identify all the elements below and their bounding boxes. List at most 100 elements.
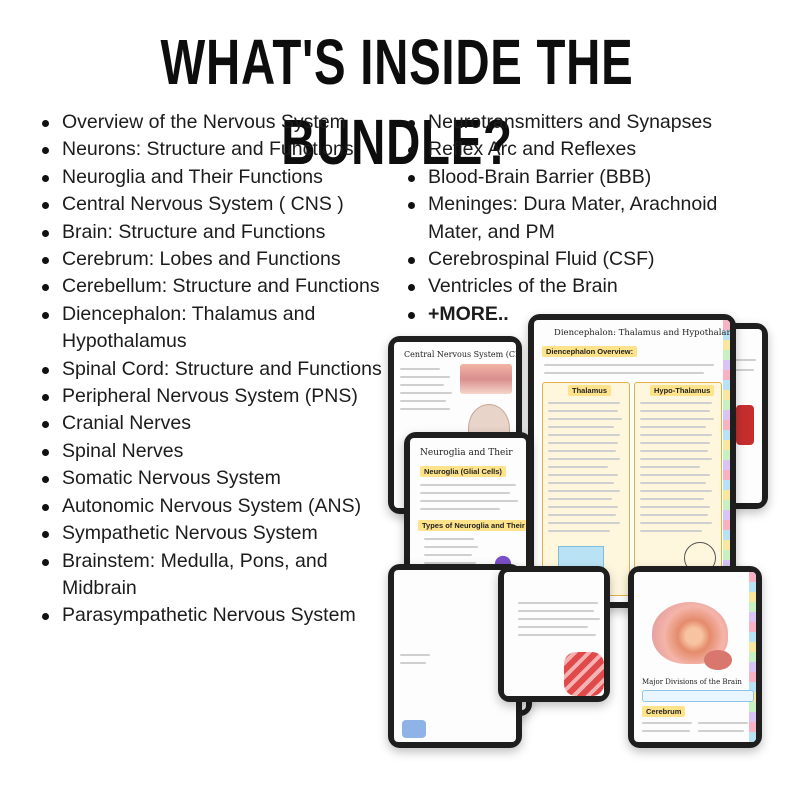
text-line [640, 482, 706, 484]
tablet-preview-bottom-center [498, 566, 610, 702]
text-line [400, 654, 430, 656]
text-line [640, 450, 708, 452]
text-line [548, 498, 612, 500]
topic-item: Brain: Structure and Functions [40, 219, 390, 246]
text-line [548, 514, 616, 516]
text-line [518, 626, 588, 628]
text-line [640, 522, 712, 524]
text-line [640, 474, 710, 476]
text-line [640, 514, 708, 516]
text-line [548, 482, 614, 484]
text-line [420, 492, 510, 494]
text-line [640, 466, 700, 468]
text-line [698, 730, 744, 732]
more-topics-item: +MORE.. [406, 301, 776, 328]
tablet-diencephalon-preview: Diencephalon: Thalamus and Hypothalamus … [528, 314, 736, 608]
text-line [518, 610, 594, 612]
text-line [640, 490, 712, 492]
text-line [640, 530, 702, 532]
topic-item: Neurotransmitters and Synapses [406, 109, 776, 136]
text-line [548, 530, 610, 532]
text-line [424, 546, 478, 548]
text-line [400, 384, 444, 386]
topic-item: Meninges: Dura Mater, Arachnoid Mater, a… [406, 191, 776, 246]
tablet-screen: Major Divisions of the Brain Cerebrum [634, 572, 756, 742]
text-line [640, 498, 704, 500]
text-line [400, 376, 450, 378]
tablet-screen [394, 570, 516, 742]
topic-item: Cerebellum: Structure and Functions [40, 273, 390, 300]
cerebrum-label: Cerebrum [642, 706, 686, 717]
text-line [640, 442, 710, 444]
text-line [548, 426, 614, 428]
text-line [548, 466, 608, 468]
spinal-tissue-illustration [460, 364, 512, 394]
topic-item: Brainstem: Medulla, Pons, and Midbrain [40, 548, 390, 603]
divisions-row [642, 690, 754, 702]
brain-divisions-label: Major Divisions of the Brain [642, 678, 742, 686]
tab-strip [749, 572, 756, 742]
neuron-illustration [402, 720, 426, 738]
nerve-fiber-illustration [564, 652, 604, 696]
tablet-screen [504, 572, 604, 696]
text-line [420, 500, 518, 502]
cerebellum-shape [704, 650, 732, 670]
overview-label: Diencephalon Overview: [542, 346, 638, 357]
tablet-brain-divisions-preview: Major Divisions of the Brain Cerebrum [628, 566, 762, 748]
topic-item: Sympathetic Nervous System [40, 520, 390, 547]
text-line [424, 562, 476, 564]
text-line [640, 410, 710, 412]
text-line [734, 369, 754, 371]
text-line [544, 372, 704, 374]
text-line [640, 418, 714, 420]
preview-title: Diencephalon: Thalamus and Hypothalamus [554, 328, 730, 338]
tablet-screen: Diencephalon: Thalamus and Hypothalamus … [534, 320, 730, 602]
text-line [420, 508, 500, 510]
tab-strip [723, 320, 730, 602]
topic-item: Spinal Cord: Structure and Functions [40, 356, 390, 383]
topic-item: Neurons: Structure and Functions [40, 136, 390, 163]
text-line [518, 602, 598, 604]
headline: WHAT'S INSIDE THE BUNDLE? [160, 26, 634, 178]
text-line [400, 662, 426, 664]
neuroglia-sub-label: Neuroglia (Glial Cells) [420, 466, 506, 477]
text-line [640, 458, 712, 460]
topic-item: Autonomic Nervous System (ANS) [40, 493, 390, 520]
text-line [544, 364, 714, 366]
text-line [424, 554, 472, 556]
topic-item: Parasympathetic Nervous System [40, 602, 390, 629]
text-line [548, 418, 622, 420]
text-line [640, 426, 706, 428]
text-line [518, 634, 596, 636]
topic-item: Spinal Nerves [40, 438, 390, 465]
text-line [400, 408, 450, 410]
text-line [400, 400, 446, 402]
topic-item: Ventricles of the Brain [406, 273, 776, 300]
topic-item: Central Nervous System ( CNS ) [40, 191, 390, 218]
text-line [518, 618, 600, 620]
text-line [734, 359, 756, 361]
topic-item: Reflex Arc and Reflexes [406, 136, 776, 163]
text-line [548, 402, 620, 404]
text-line [548, 450, 616, 452]
topic-item: Peripheral Nervous System (PNS) [40, 383, 390, 410]
text-line [424, 538, 474, 540]
hypothalamus-label: Hypo-Thalamus [650, 385, 715, 396]
thalamus-label: Thalamus [568, 385, 612, 396]
text-line [548, 474, 618, 476]
topic-item: Overview of the Nervous System [40, 109, 390, 136]
text-line [548, 458, 620, 460]
text-line [640, 402, 712, 404]
text-line [400, 368, 440, 370]
topic-item: Somatic Nervous System [40, 465, 390, 492]
topic-item: Neuroglia and Their Functions [40, 164, 390, 191]
text-line [548, 442, 618, 444]
preview-title: Central Nervous System (CNS) [404, 350, 516, 359]
neuroglia-types-label: Types of Neuroglia and Their Fu [418, 520, 526, 531]
topic-item: Cerebrum: Lobes and Functions [40, 246, 390, 273]
text-line [548, 410, 618, 412]
text-line [642, 722, 692, 724]
preview-title: Neuroglia and Their [420, 448, 513, 458]
